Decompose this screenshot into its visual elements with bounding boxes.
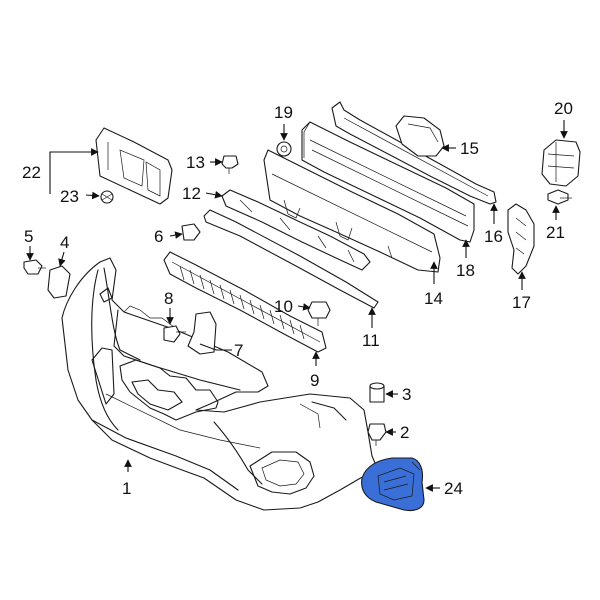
- part-lower-absorber: [163, 251, 327, 353]
- callout-6: 6: [154, 227, 163, 246]
- part-fog-lamp-cover: [361, 457, 425, 512]
- callout-18: 18: [456, 261, 475, 280]
- part-upper-trim: [203, 209, 379, 309]
- part-2-screw: [367, 423, 387, 446]
- part-23-screw: [100, 190, 114, 204]
- part-8-clip: [163, 325, 186, 343]
- callout-21: 21: [546, 223, 565, 242]
- part-upper-retainer: [221, 189, 371, 271]
- callout-16: 16: [484, 227, 503, 246]
- part-13-screw: [221, 155, 239, 174]
- callout-20: 20: [554, 99, 573, 118]
- callout-24: 24: [444, 479, 463, 498]
- callout-17: 17: [512, 293, 531, 312]
- callout-8: 8: [164, 289, 173, 308]
- part-license-bracket: [95, 127, 173, 205]
- callout-19: 19: [274, 103, 293, 122]
- callout-13: 13: [186, 153, 205, 172]
- callout-22: 22: [22, 163, 41, 182]
- callout-3: 3: [402, 385, 411, 404]
- part-10-clip: [307, 301, 331, 326]
- part-17-side-bracket: [507, 203, 535, 275]
- part-5-screw: [23, 259, 46, 275]
- part-19-clip: [276, 141, 292, 157]
- part-20-mount: [541, 139, 581, 187]
- callout-23: 23: [60, 187, 79, 206]
- callout-15: 15: [460, 139, 479, 158]
- leader-lines: [26, 120, 568, 492]
- callout-9: 9: [310, 371, 319, 390]
- part-7-bracket: [187, 311, 217, 355]
- callout-12: 12: [182, 184, 201, 203]
- callout-1: 1: [122, 479, 131, 498]
- callout-14: 14: [424, 289, 443, 308]
- part-6-clip: [181, 223, 201, 241]
- part-bumper-cover: [61, 257, 379, 511]
- callout-10: 10: [274, 297, 293, 316]
- callout-labels: 1 2 3 4 5 6 7 8 9 10 11 12 13 14 15 16 1…: [22, 99, 573, 498]
- callout-4: 4: [60, 233, 69, 252]
- part-3-spacer: [369, 382, 385, 403]
- callout-11: 11: [362, 331, 380, 350]
- callout-5: 5: [24, 227, 33, 246]
- part-energy-absorber: [263, 149, 441, 273]
- callout-7: 7: [234, 341, 243, 360]
- part-4-clip: [47, 265, 71, 299]
- part-reinforcement-beam: [301, 121, 475, 243]
- part-21-bolt: [547, 189, 572, 205]
- callout-2: 2: [400, 423, 409, 442]
